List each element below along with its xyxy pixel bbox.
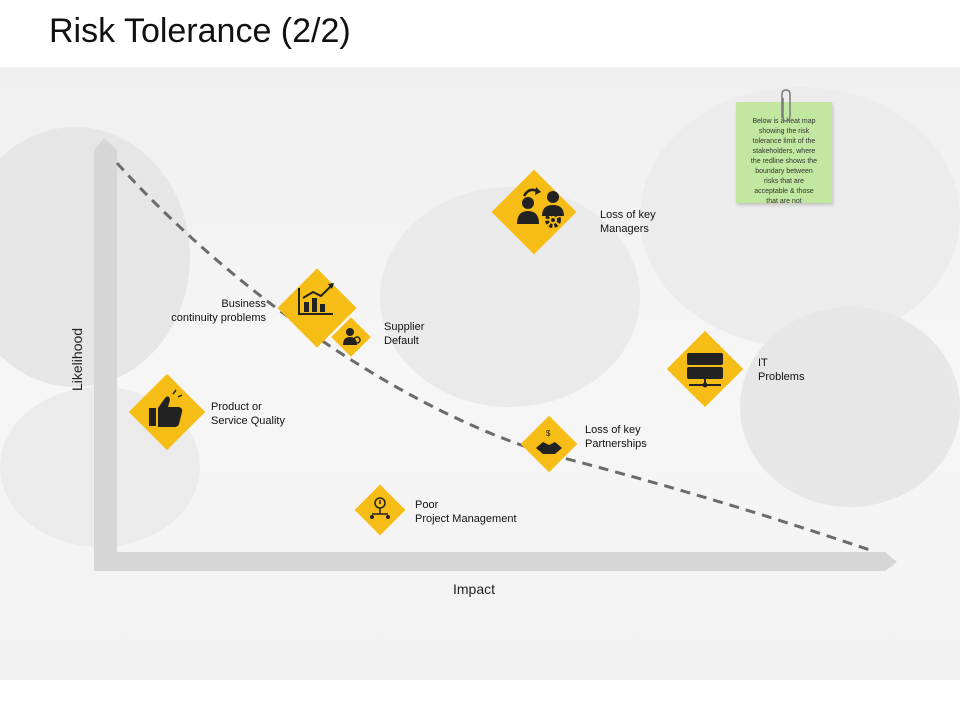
risk-business-continuity[interactable] <box>277 268 357 348</box>
risk-loss-of-key-managers[interactable] <box>491 169 577 255</box>
risk-poor-project-management[interactable] <box>354 484 406 536</box>
businessman-icon <box>343 328 361 345</box>
x-axis <box>94 552 897 571</box>
risk-supplier-default[interactable] <box>330 316 372 358</box>
handshake-icon: $ <box>536 429 562 454</box>
people-gear-icon <box>517 187 564 228</box>
risk-product-quality[interactable] <box>128 373 206 451</box>
paperclip-icon <box>781 89 791 122</box>
y-axis-title: Likelihood <box>69 327 85 391</box>
server-network-icon <box>687 353 723 388</box>
risk-it-problems[interactable] <box>666 330 744 408</box>
svg-text:$: $ <box>546 429 551 438</box>
x-axis-title: Impact <box>453 581 496 597</box>
growth-chart-icon <box>298 283 334 315</box>
y-axis <box>94 138 117 571</box>
risk-loss-of-key-partnerships[interactable]: $ <box>520 415 578 473</box>
sticky-note-text: Below is a heat map showing the risk tol… <box>750 118 818 205</box>
project-alert-icon <box>370 497 390 519</box>
page-title: Risk Tolerance (2/2) <box>49 12 351 50</box>
thumbs-up-icon <box>149 389 183 427</box>
